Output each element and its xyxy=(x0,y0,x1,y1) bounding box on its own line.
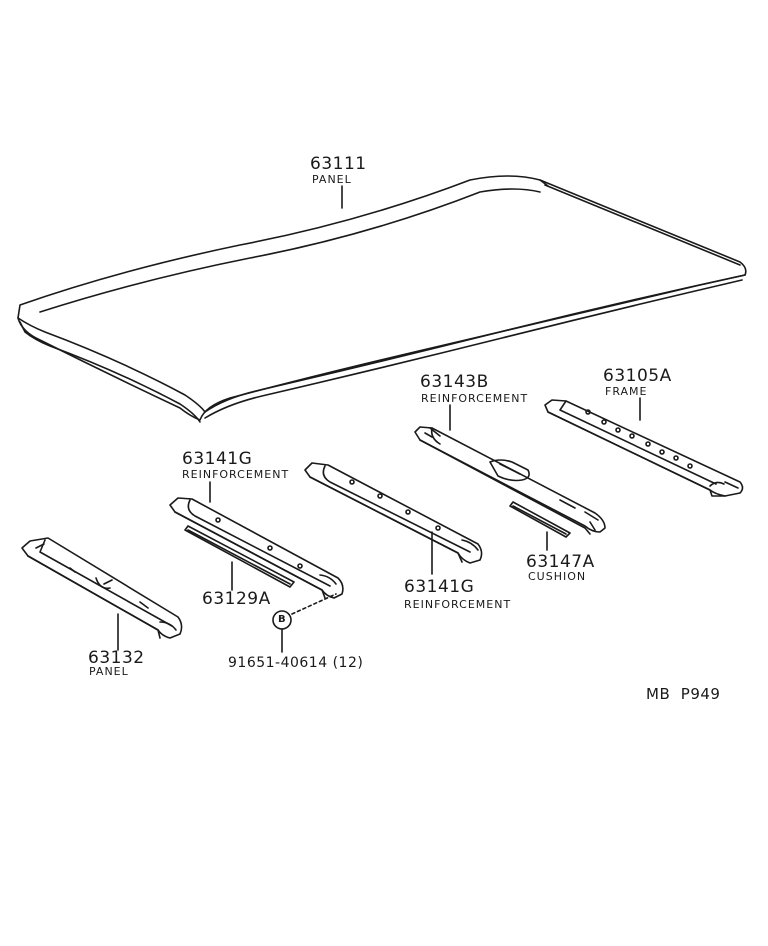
reinforcement-middle-drawing xyxy=(304,462,483,564)
cushion-drawing xyxy=(509,501,571,538)
roof-panel-drawing xyxy=(17,175,747,423)
bolt-part-number: 91651-40614 (12) xyxy=(228,655,364,671)
part-number-reinforcement-middle: 63141G xyxy=(404,577,475,597)
front-panel-drawing xyxy=(21,537,183,639)
frame-drawing xyxy=(544,399,744,497)
part-number-cushion: 63147A xyxy=(526,552,595,572)
part-number-reinforcement-front: 63141G xyxy=(182,449,253,469)
part-name-roof-panel: PANEL xyxy=(312,173,352,186)
reinforcement-front-drawing xyxy=(169,497,344,599)
part-name-front-panel: PANEL xyxy=(89,665,129,678)
part-name-reinforcement-middle: REINFORCEMENT xyxy=(404,598,512,611)
bolt-symbol-letter: B xyxy=(278,614,286,625)
strip-drawing xyxy=(184,525,295,588)
part-number-front-panel: 63132 xyxy=(88,648,145,668)
part-number-strip: 63129A xyxy=(202,589,271,609)
reinforcement-rear-drawing xyxy=(414,426,606,535)
part-number-roof-panel: 63111 xyxy=(310,154,367,174)
bolt-drawing xyxy=(272,593,337,653)
part-name-reinforcement-rear: REINFORCEMENT xyxy=(421,392,529,405)
part-number-reinforcement-rear: 63143B xyxy=(420,372,489,392)
diagram-reference-code: MB P949 xyxy=(646,685,721,703)
part-name-cushion: CUSHION xyxy=(528,570,587,583)
part-name-reinforcement-front: REINFORCEMENT xyxy=(182,468,290,481)
part-name-frame: FRAME xyxy=(605,385,648,398)
part-number-frame: 63105A xyxy=(603,366,672,386)
